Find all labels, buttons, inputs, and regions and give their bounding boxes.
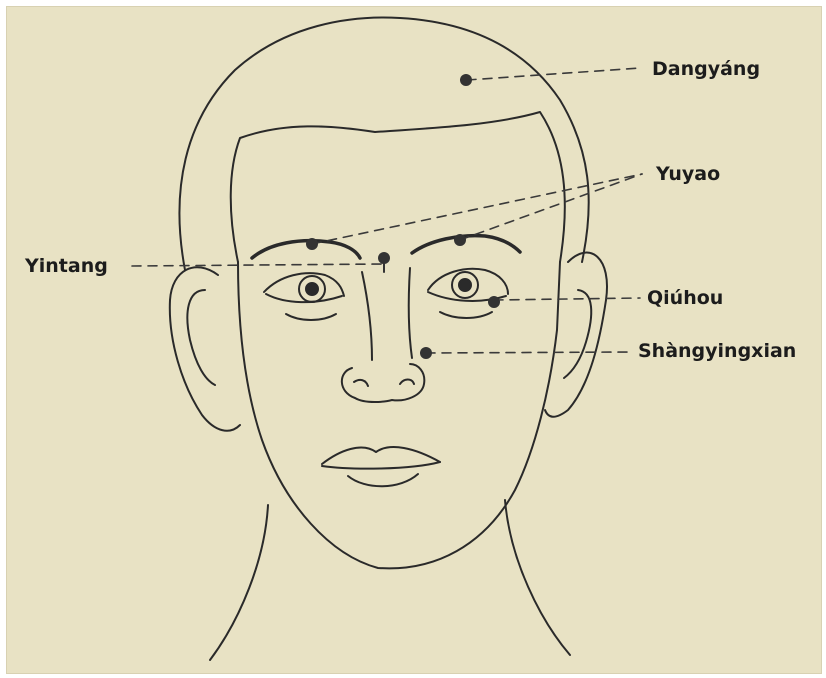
label-yintang: Yintang [25, 257, 108, 276]
leader-line-yintang [132, 264, 384, 266]
label-qiuhou: Qiúhou [647, 289, 723, 308]
point-qiuhou [488, 296, 500, 308]
point-shangyingxian [420, 347, 432, 359]
leader-line-qiuhou [494, 298, 640, 300]
label-dangyang: Dangyáng [652, 60, 760, 79]
label-shangyingxian: Shàngyingxian [638, 342, 796, 361]
leader-line-dangyang [467, 68, 640, 80]
point-yuyao-right [454, 234, 466, 246]
point-dangyang [460, 74, 472, 86]
point-yuyao-left [306, 238, 318, 250]
label-yuyao: Yuyao [656, 165, 720, 184]
leader-line-shangyingxian [426, 352, 630, 353]
